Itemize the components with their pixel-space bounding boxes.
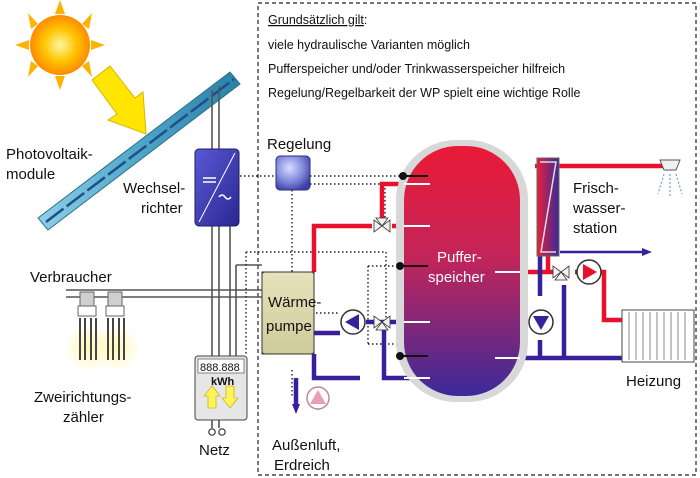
shower-head-icon (657, 159, 683, 196)
notes-frame (257, 2, 697, 476)
freshwater-label-2: wasser- (572, 200, 626, 217)
inverter-label-1: Wechsel- (123, 180, 185, 197)
inverter-icon (194, 148, 240, 227)
buffer-label-2: speicher (428, 269, 485, 286)
buffer-tank-icon (396, 140, 528, 402)
heating-label: Heizung (626, 373, 681, 390)
sun-icon (15, 0, 105, 90)
consumer-label: Verbraucher (30, 269, 112, 286)
source-label-1: Außenluft, (272, 437, 340, 454)
control-unit-icon (275, 155, 311, 191)
pv-label-2: module (6, 166, 55, 183)
inverter-label-2: richter (141, 200, 183, 217)
grid-label: Netz (199, 442, 230, 459)
pv-label-1: Photovoltaik- (6, 146, 93, 163)
control-label: Regelung (267, 136, 331, 153)
source-label-2: Erdreich (274, 457, 330, 474)
freshwater-outflow-arrow-icon (642, 248, 652, 256)
radiator-icon (621, 309, 695, 363)
cold-water-pipes (293, 250, 640, 404)
outflow-arrow-icon (292, 404, 300, 414)
svg-text:Grundsätzlich gilt:: Grundsätzlich gilt: (268, 13, 367, 27)
note-line-2: Pufferspeicher und/oder Trinkwasserspeic… (268, 62, 565, 76)
meter-unit: kWh (211, 376, 235, 388)
heat-pump-icon (261, 271, 315, 355)
note-line-3: Regelung/Regelbarkeit der WP spielt eine… (268, 86, 580, 100)
freshwater-label-1: Frisch- (573, 180, 619, 197)
notes-heading: Grundsätzlich gilt (268, 13, 364, 27)
heat-pump-box (261, 271, 315, 355)
three-way-valve-icon (373, 217, 570, 331)
notes-block: Grundsätzlich gilt: viele hydraulische V… (268, 13, 580, 100)
tank-connections (404, 183, 520, 379)
freshwater-station-icon (536, 157, 560, 257)
meter-reading: 888.888 (200, 362, 240, 374)
grid-terminal-icon (208, 428, 226, 436)
note-line-1: viele hydraulische Varianten möglich (268, 38, 470, 52)
bidirectional-meter-icon (194, 355, 248, 421)
heatpump-label-1: Wärme- (268, 294, 321, 311)
heatpump-label-2: pumpe (266, 318, 312, 335)
freshwater-label-3: station (573, 220, 617, 237)
meter-label-1: Zweirichtungs- (34, 389, 132, 406)
buffer-label-1: Puffer- (437, 249, 482, 266)
electrical-wiring (66, 86, 262, 428)
circulation-pump-icon (306, 259, 602, 410)
sunlight-arrow (91, 65, 147, 135)
temperature-sensor-icon (396, 172, 428, 360)
notes-heading-colon: : (364, 13, 367, 27)
light-bulb-icon (64, 291, 140, 372)
pv-module-icon (37, 71, 241, 231)
meter-label-2: zähler (63, 409, 104, 426)
